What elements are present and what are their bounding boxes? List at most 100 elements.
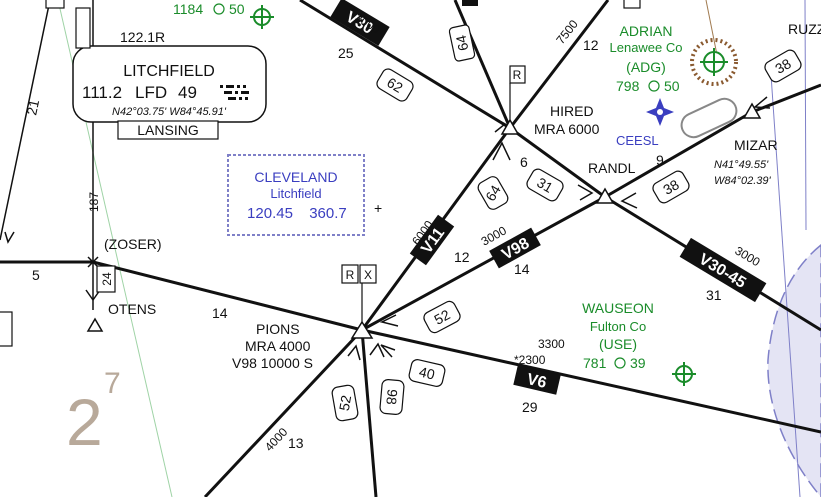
course-box-text: 31 (534, 174, 556, 196)
partial-box (623, 0, 641, 9)
partial-box (462, 0, 478, 6)
adrian-name: ADRIAN (620, 23, 673, 39)
pions-fix-icon (350, 320, 374, 339)
mileage-label: 25 (338, 45, 354, 61)
partial-box (75, 7, 91, 49)
special-use-area (767, 244, 821, 497)
course-box-text: 64 (482, 182, 504, 204)
comm-freq2: 360.7 (309, 205, 347, 222)
top-airport-elev: 1184 (173, 1, 203, 17)
vor-freq: 111.2 (82, 83, 122, 102)
mileage-label: 29 (522, 399, 538, 415)
morse-code-icon (220, 85, 249, 100)
grid-label-minor: 7 (104, 367, 121, 400)
hired-mra: MRA 6000 (534, 121, 600, 137)
altitude-label: 4000 (262, 425, 291, 454)
otens-fix-icon (86, 317, 104, 332)
ruzz-name: RUZZ (788, 21, 821, 37)
wauseon-airport-icon (672, 362, 696, 386)
mileage-label: 21 (23, 98, 42, 117)
holding-pattern-icon (680, 97, 738, 139)
mileage-label: 6 (520, 154, 528, 170)
top-airport-icon (250, 5, 274, 29)
vor-coords: N42°03.75' W84°45.91' (112, 106, 227, 118)
adrian-ident: (ADG) (626, 59, 666, 75)
mileage-label: 31 (706, 287, 722, 303)
wauseon-name: WAUSEON (582, 300, 654, 316)
wauseon-len: 39 (630, 355, 646, 371)
pions-flag-r: R (346, 268, 355, 282)
svg-text:V6: V6 (525, 371, 548, 392)
vor-freq-label: 122.1R (120, 29, 165, 45)
comm-box: CLEVELAND Litchfield 120.45 360.7 (227, 154, 365, 236)
mileage-label: 14 (212, 305, 228, 321)
mileage-label: 187 (87, 192, 101, 212)
zoser-name: (ZOSER) (104, 236, 162, 252)
mizar-name: MIZAR (734, 137, 778, 153)
hired-fix-icon (500, 118, 520, 135)
vor-channel: 49 (178, 83, 197, 102)
top-airport-len: 50 (229, 1, 245, 17)
mileage-label: 5 (32, 267, 40, 283)
vor-info-box: 122.1R LITCHFIELD 111.2 LFD 49 N42°03.75… (72, 29, 267, 140)
pions-mra2: V98 10000 S (232, 355, 313, 371)
arrows (4, 96, 771, 361)
course-box-text: 52 (431, 306, 452, 328)
comm-freq1: 120.45 (247, 205, 293, 222)
mileage-label: 12 (583, 37, 599, 53)
boundary-line (804, 0, 807, 231)
randl-name: RANDL (588, 160, 636, 176)
mizar-lon: W84°02.39' (714, 175, 772, 187)
mileage-label: 13 (288, 435, 304, 451)
mileage-label: 12 (454, 249, 470, 265)
randl-fix-icon (595, 187, 615, 204)
course-box-text: 38 (772, 55, 794, 77)
course-box-text: 98 (383, 389, 400, 406)
wauseon-elev: 781 (583, 355, 607, 371)
route-lines-thin (0, 0, 94, 310)
hired-name: HIRED (550, 103, 594, 119)
cross-icon: + (374, 200, 382, 216)
mizar-lat: N41°49.55' (714, 159, 769, 171)
vor-ident: LFD (135, 83, 167, 102)
comm-name: CLEVELAND (254, 169, 337, 185)
ceesl-waypoint-icon (646, 98, 674, 126)
course-box-text: 52 (336, 394, 354, 412)
airway-v30-45: V30-45 (679, 237, 767, 303)
course-box-text: 62 (384, 74, 406, 96)
partial-box (45, 0, 65, 9)
mizar-fix-icon (742, 102, 762, 119)
mileage-label: 9 (656, 152, 664, 168)
airway-v6: V6 (513, 365, 561, 395)
fix-triangles (86, 102, 762, 339)
course-box-text: 24 (100, 272, 114, 286)
hired-flag: R (513, 68, 522, 82)
pions-mra: MRA 4000 (245, 338, 311, 354)
pions-name: PIONS (256, 321, 300, 337)
otens-name: OTENS (108, 301, 156, 317)
ceesl-name: CEESL (616, 133, 659, 148)
boundary-line (705, 0, 719, 61)
adrian-len: 50 (664, 78, 680, 94)
course-box-text: 64 (453, 34, 472, 53)
course-box-text: 40 (418, 363, 437, 382)
comm-sub: Litchfield (270, 186, 321, 201)
adrian-sub: Lenawee Co (610, 40, 683, 55)
altitude-label: 3300 (538, 337, 565, 351)
pions-flag-x: X (364, 268, 372, 282)
adrian-airport-icon (690, 38, 738, 86)
wauseon-sub: Fulton Co (590, 319, 646, 334)
adrian-elev: 798 (616, 78, 640, 94)
wauseon-ident: (USE) (599, 336, 637, 352)
boxed-numbers (96, 24, 802, 422)
altitude-label: *2300 (514, 353, 546, 367)
vor-banner: LANSING (137, 122, 198, 138)
grid-label-major: 2 (66, 385, 103, 459)
zoser-x-icon (87, 256, 99, 268)
mileage-label: 14 (514, 261, 530, 277)
partial-box (0, 311, 13, 347)
course-box-text: 38 (660, 176, 682, 198)
boundary-line (769, 59, 801, 497)
